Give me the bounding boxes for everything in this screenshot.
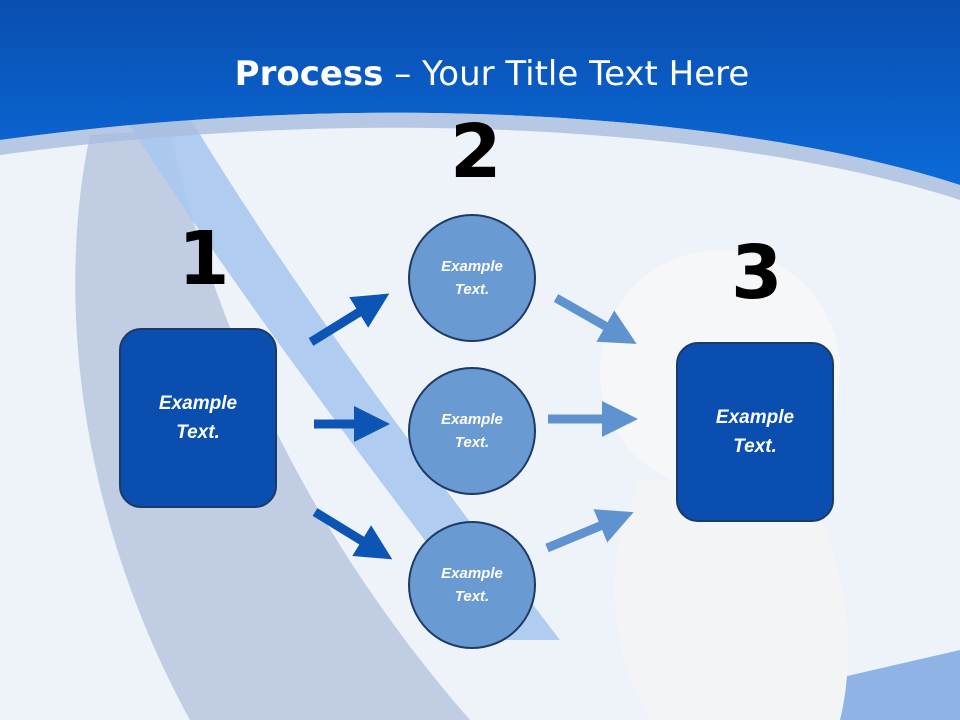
step-3-box: Example Text. <box>676 342 834 522</box>
arrow-1-to-bottom <box>312 508 393 560</box>
arrow-top-to-3 <box>553 294 637 344</box>
step-2-label-top: Example Text. <box>441 258 503 298</box>
title-rest: Your Title Text Here <box>422 54 750 94</box>
arrow-bottom-to-3 <box>545 509 634 553</box>
step-3-number: 3 <box>731 230 783 316</box>
step-2-circle-top: Example Text. <box>408 214 536 342</box>
step-3-label: Example Text. <box>715 407 795 457</box>
title-bold: Process <box>234 54 384 94</box>
step-1-label: Example Text. <box>158 393 238 443</box>
step-2-label-middle: Example Text. <box>441 411 503 451</box>
step-2-label-bottom: Example Text. <box>441 565 503 605</box>
step-1-number: 1 <box>178 216 230 302</box>
title-dash: – <box>383 54 423 94</box>
step-2-circle-middle: Example Text. <box>408 367 536 495</box>
step-2-circle-bottom: Example Text. <box>408 521 536 649</box>
step-1-box: Example Text. <box>119 328 277 508</box>
step-2-number: 2 <box>450 109 502 195</box>
slide-title: Process – Your Title Text Here <box>0 52 960 96</box>
arrow-1-to-top <box>308 293 390 346</box>
